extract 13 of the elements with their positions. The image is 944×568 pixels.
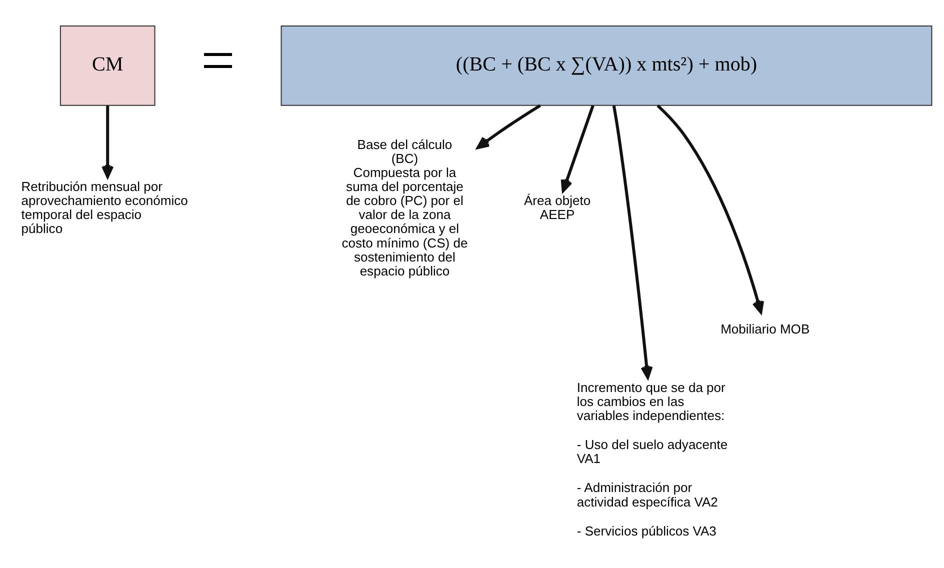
node-text: Área objeto AEEP [523, 192, 590, 222]
arrow [612, 104, 652, 378]
arrow [656, 104, 764, 313]
arrow [476, 104, 541, 149]
node-text: Mobiliario MOB [720, 321, 810, 336]
node-text: Incremento que se da por los cambios en las variables independientes: - Uso del suelo adyacente VA1 - Administración por actividad específica VA2 - Servicios públicos VA3 [576, 379, 728, 538]
arrow [101, 105, 114, 178]
label: = [200, 27, 235, 94]
node-text: Retribución mensual por aprovechamiento económico temporal del espacio público [20, 178, 188, 236]
node-text: Base del cálculo (BC) Compuesta por la suma del porcentaje de cobro (PC) por el valor de la zona geoeconómica y el costo mínimo (CS) de sostenimiento del espacio público [341, 136, 468, 278]
node-box: ((BC + (BC x ∑(VA)) x mts²) + mob) [280, 25, 932, 106]
node-box: CM [59, 25, 155, 106]
arrow [560, 104, 594, 192]
